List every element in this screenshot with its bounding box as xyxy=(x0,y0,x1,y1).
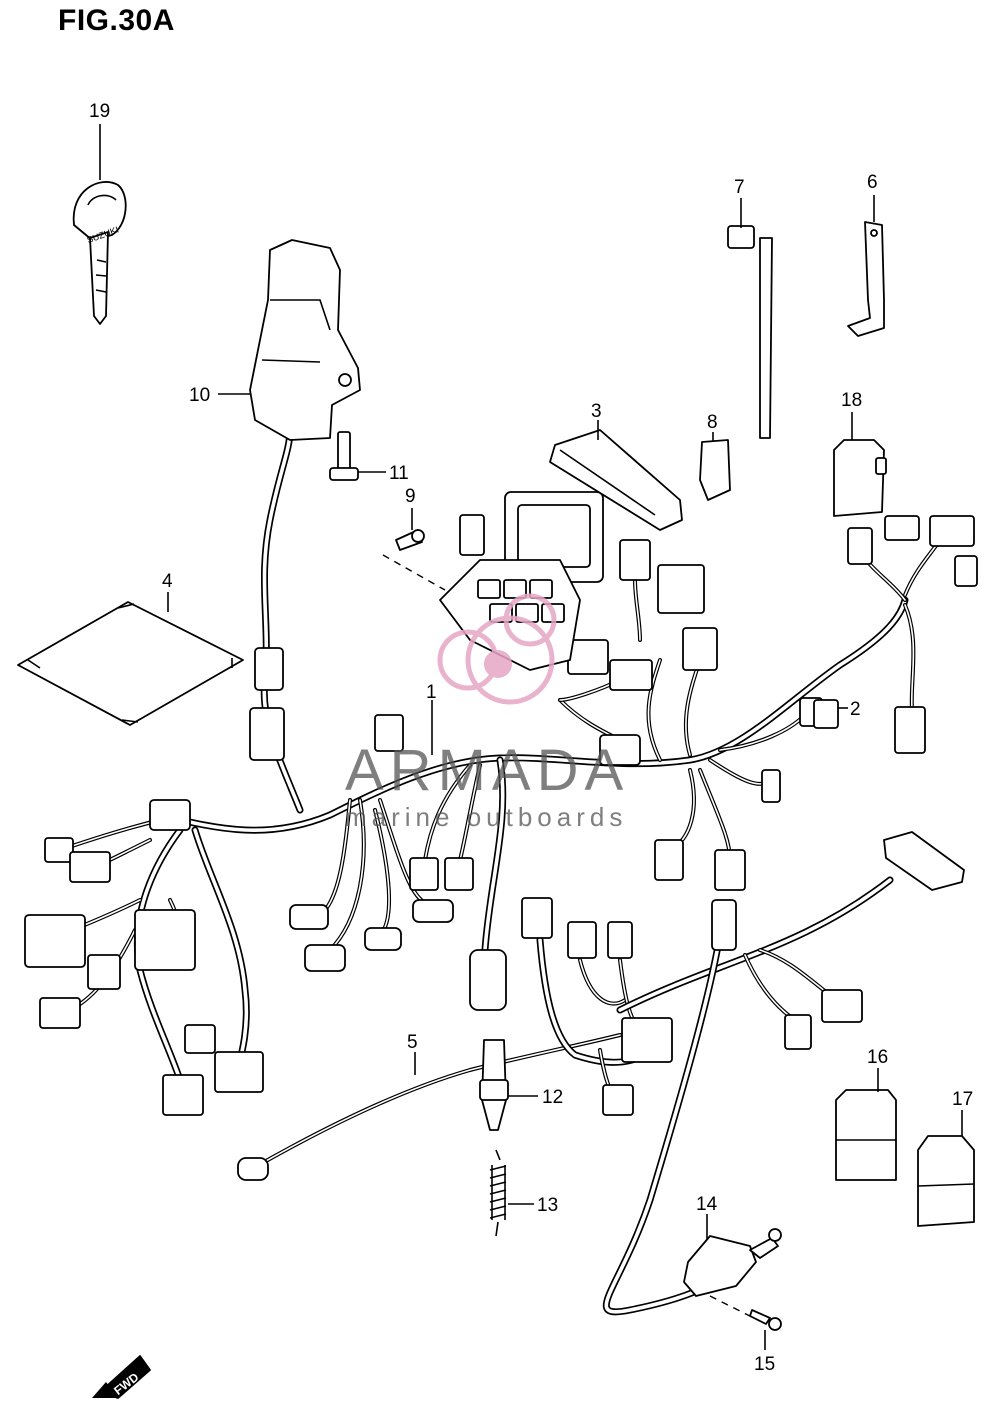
callout-13: 13 xyxy=(537,1195,558,1216)
callout-6: 6 xyxy=(867,172,878,193)
callout-14: 14 xyxy=(696,1194,718,1215)
part-12-switch xyxy=(479,1039,509,1131)
part-13-spring xyxy=(489,1149,507,1237)
callout-8: 8 xyxy=(707,412,718,433)
part-10-ignition-switch xyxy=(249,239,361,441)
callout-11: 11 xyxy=(389,463,409,484)
callout-18: 18 xyxy=(841,390,862,411)
part-5-sensor-lead xyxy=(237,1033,622,1181)
figure-title: FIG.30A xyxy=(58,4,175,37)
watermark: ARMADA marine outboards xyxy=(345,593,629,832)
watermark-tagline: marine outboards xyxy=(345,802,627,832)
junction-box xyxy=(382,491,604,671)
part-18-relay xyxy=(833,439,887,517)
main-wiring-harness xyxy=(24,426,978,1116)
callout-15: 15 xyxy=(754,1354,775,1375)
part-3-cover xyxy=(549,429,683,531)
callout-2: 2 xyxy=(850,699,861,720)
part-19-key: SUZUKI xyxy=(72,181,127,325)
callout-9: 9 xyxy=(405,486,416,507)
watermark-brand: ARMADA xyxy=(345,738,629,803)
callout-7: 7 xyxy=(734,177,745,198)
part-17-relay xyxy=(917,1135,975,1227)
callout-16: 16 xyxy=(867,1047,888,1068)
part-15-screw xyxy=(749,1309,782,1331)
fwd-direction-badge: FWD xyxy=(92,1355,151,1399)
callout-17: 17 xyxy=(952,1089,973,1110)
part-4-pad xyxy=(17,601,244,726)
watermark-logo xyxy=(437,593,557,705)
part-6-bracket xyxy=(847,221,885,337)
part-8-clip xyxy=(699,439,731,501)
callout-numbers: 1 2 3 4 5 6 7 8 9 10 11 12 13 14 15 16 1… xyxy=(89,101,973,1375)
sub-harness xyxy=(521,831,965,1316)
callout-12: 12 xyxy=(542,1087,563,1108)
part-7-cable-tie xyxy=(727,225,773,439)
part-16-relay xyxy=(835,1089,897,1181)
callout-1: 1 xyxy=(426,682,437,703)
part-9-screw xyxy=(395,529,425,551)
callout-3: 3 xyxy=(591,401,602,422)
part-11-bolt xyxy=(329,431,359,481)
callout-10: 10 xyxy=(189,385,210,406)
callout-leaders xyxy=(99,124,963,1350)
part-14-switch-assembly xyxy=(683,1228,782,1321)
callout-4: 4 xyxy=(162,571,173,592)
callout-5: 5 xyxy=(407,1032,418,1053)
callout-19: 19 xyxy=(89,101,110,122)
part-2-connector-cap xyxy=(813,699,839,729)
